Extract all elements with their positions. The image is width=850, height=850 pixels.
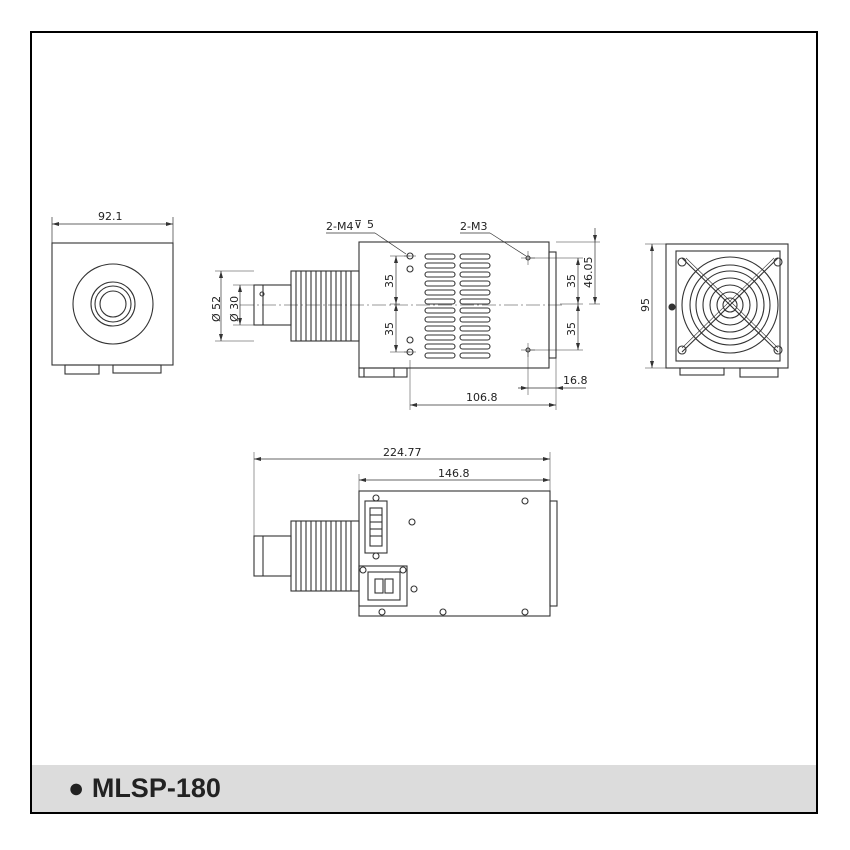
label-thread-m4-depth: 5 — [367, 218, 374, 231]
dim-pitch-lower: 35 — [383, 322, 396, 336]
label-thread-m3: 2-M3 — [460, 220, 487, 233]
m4-depth-icon: ⊽ — [354, 218, 362, 231]
front-view — [51, 217, 174, 375]
dim-offset: 16.8 — [563, 374, 588, 387]
dim-body-length: 106.8 — [466, 391, 498, 404]
dim-diameter-outer: Ø 52 — [210, 296, 223, 322]
dim-rear-height: 95 — [639, 298, 652, 312]
bullet-icon: ● — [68, 773, 85, 803]
dim-top-overall: 224.77 — [383, 446, 422, 459]
top-view — [253, 452, 558, 617]
dim-front-width: 92.1 — [98, 210, 123, 223]
rear-view — [645, 243, 789, 378]
dim-top-body: 146.8 — [438, 467, 470, 480]
dim-right-total: 46.05 — [582, 257, 595, 289]
dim-pitch-upper: 35 — [383, 274, 396, 288]
drawing-frame — [30, 31, 818, 814]
dim-diameter-inner: Ø 30 — [228, 296, 241, 322]
footer-bar: ● MLSP-180 — [32, 765, 816, 812]
side-view — [215, 228, 600, 410]
vent-slots — [424, 253, 491, 359]
label-thread-m4: 2-M4 — [326, 220, 353, 233]
product-name: MLSP-180 — [91, 773, 221, 803]
dim-right-upper: 35 — [565, 274, 578, 288]
dim-right-lower: 35 — [565, 322, 578, 336]
